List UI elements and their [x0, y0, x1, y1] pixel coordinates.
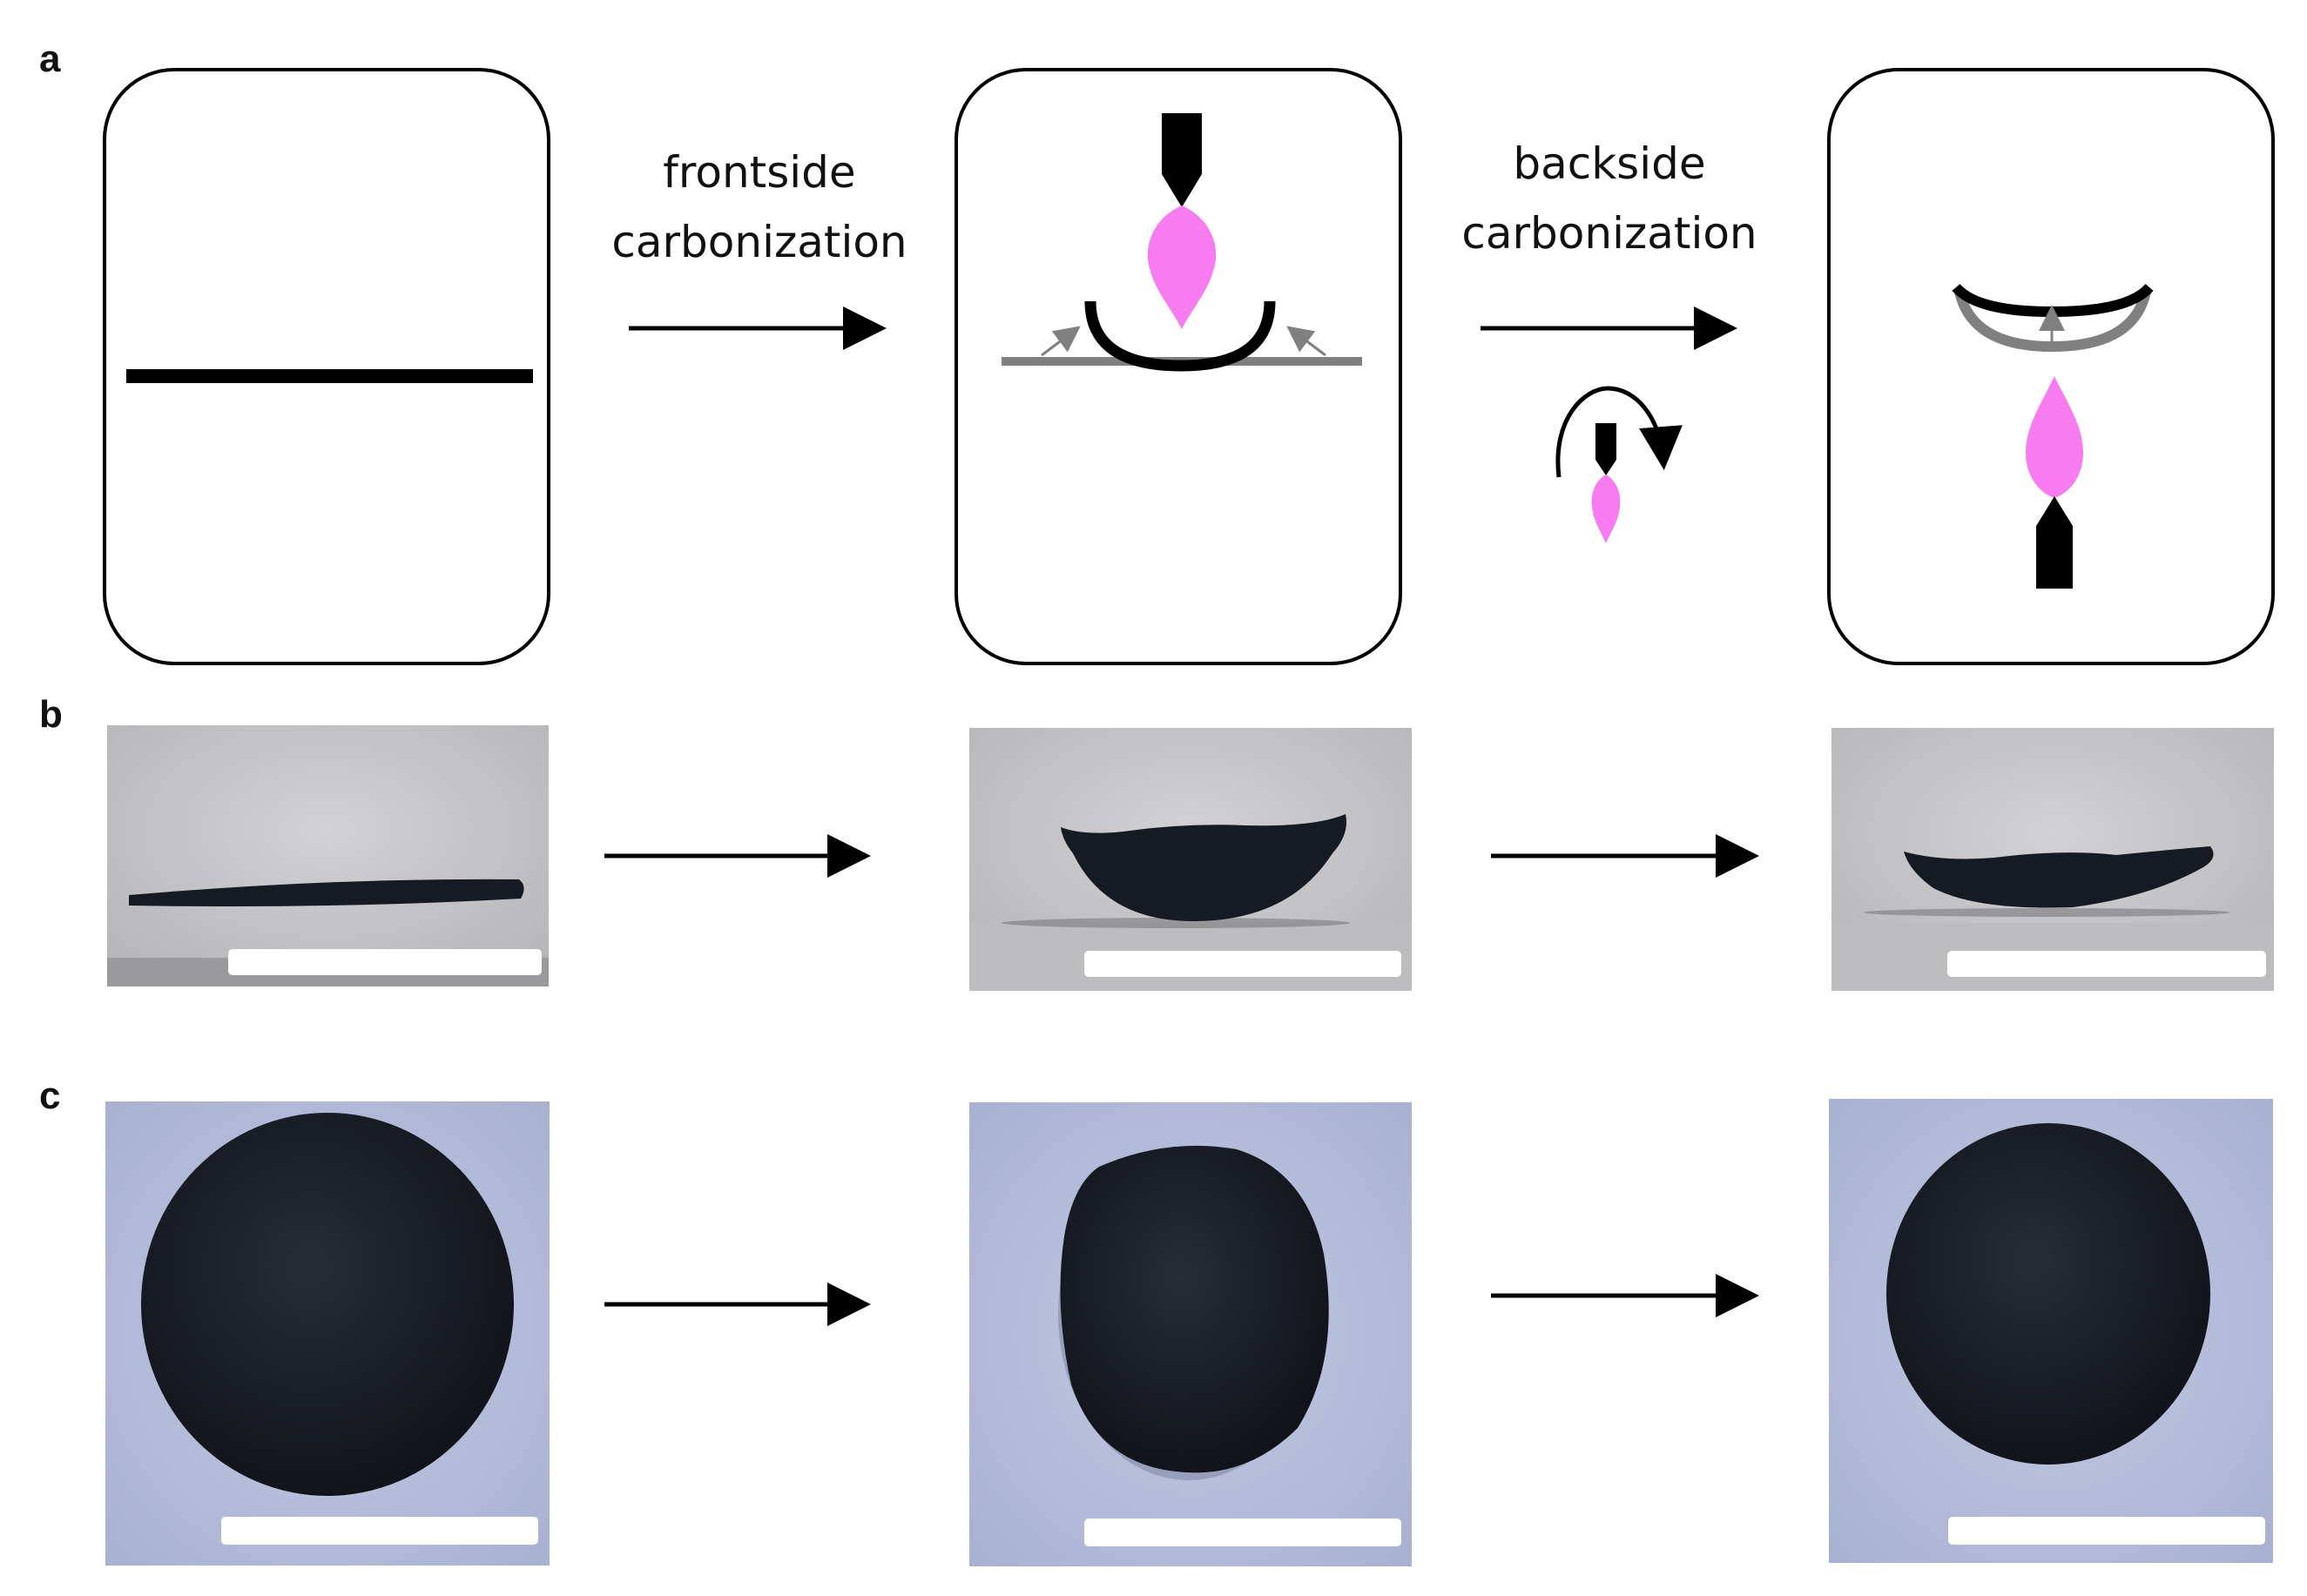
sample-side-flat	[129, 879, 524, 906]
photo-side-curled	[969, 728, 1412, 991]
sample-side-curled	[1061, 814, 1346, 921]
curved-sheet	[1084, 300, 1276, 372]
photo-side-flattened	[1831, 728, 2274, 991]
photo-top-flattened	[1829, 1099, 2273, 1563]
photo-side-flat	[107, 725, 549, 987]
step-frontside-carbonization: frontside carbonization	[611, 147, 907, 350]
flame-icon	[2026, 376, 2083, 498]
panel-letter-c: c	[39, 1074, 60, 1117]
rotate-arrow-icon	[1555, 386, 1683, 543]
scale-bar	[1948, 1517, 2265, 1545]
scale-bar	[221, 1517, 538, 1545]
curl-arrow-left	[1041, 326, 1081, 357]
photo-top-flat	[105, 1101, 550, 1566]
scale-bar	[1084, 1519, 1401, 1546]
torch-nozzle-icon	[1162, 113, 1202, 207]
curl-arrow-right	[1286, 326, 1326, 357]
sample-top-curled	[1060, 1145, 1329, 1473]
curved-sheet-before	[1954, 290, 2151, 353]
scale-bar	[1947, 951, 2266, 977]
sample-top-flattened	[1886, 1123, 2210, 1465]
panel-letter-b: b	[39, 693, 63, 736]
schematic-frontside-burn	[955, 68, 1402, 665]
sample-side-flattened	[1904, 846, 2214, 908]
flame-icon	[1147, 205, 1217, 329]
panel-letter-a: a	[39, 37, 61, 80]
schematic-backside-burn	[1827, 68, 2275, 665]
sample-top-flat	[141, 1113, 514, 1496]
step1-label-line1: frontside	[663, 147, 855, 198]
step-backside-carbonization: backside carbonization	[1461, 138, 1757, 543]
scale-bar	[1084, 951, 1401, 977]
step2-label-line2: carbonization	[1461, 208, 1757, 259]
step2-label-line1: backside	[1513, 138, 1705, 189]
step1-label-line2: carbonization	[611, 217, 907, 267]
schematic-flat-sheet	[103, 68, 550, 665]
photo-top-curled	[969, 1102, 1412, 1566]
scale-bar	[228, 949, 542, 975]
torch-nozzle-icon	[2036, 496, 2073, 589]
